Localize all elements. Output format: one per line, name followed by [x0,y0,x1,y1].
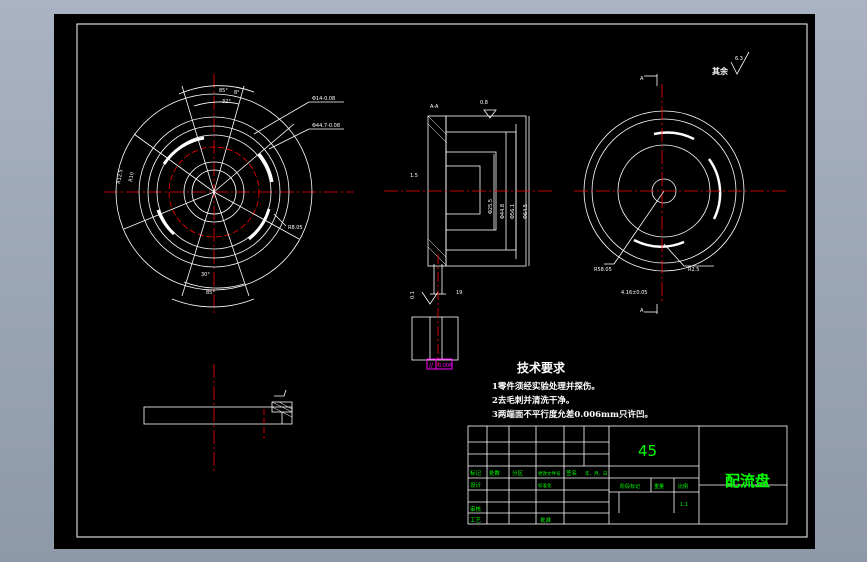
inner-border [76,23,808,538]
header-mark: 标记 [470,469,482,477]
side-view-bottom [143,389,293,425]
tech-item-2: 2去毛刺并清洗干净。 [492,395,574,406]
dim-vert-2: Φ44.8 [500,204,506,219]
dim-leader2: Φ44.7-0.08 [312,123,340,129]
drawing-sheet: 85° 32° 8° 30° 85° R12.5 R10 Φ14-0.08 Φ4… [54,14,815,549]
label-review: 审核 [470,505,482,513]
part-title: 配流盘 [725,472,770,490]
label-design: 设计 [470,481,482,489]
tolerance-symbol: // [429,362,434,369]
dim-vert-4: Φ64.5 [523,204,529,219]
dim-leader1: Φ14-0.08 [312,96,335,102]
right-view [583,74,745,314]
stage-scale: 比例 [678,483,688,490]
tech-item-3: 3两端面不平行度允差0.006mm只许凹。 [492,409,653,420]
stage-mark: 阶段标记 [620,483,640,490]
dim-angle-small: 8° [234,90,240,96]
front-circle-outer [115,93,313,291]
header-count: 处数 [489,469,501,477]
roughness-note: 其余 6.3 [712,51,750,76]
scale-value: 1:1 [680,502,688,508]
header-zone: 分区 [512,469,524,477]
tech-heading: 技术要求 [517,360,566,375]
label-a-top: A [640,76,644,82]
section-view-dims: A-A 0.8 Φ25.5 Φ44.8 Φ56.1 Φ64.5 1.5 0.1 … [410,100,529,299]
stage-weight: 重量 [654,483,664,490]
dim-r2: R10 [128,172,136,183]
tolerance-value: 0.006 [438,363,452,369]
front-view [104,74,354,314]
roughness-value: 6.3 [735,56,743,62]
dim-bottom-right: 19 [456,290,462,296]
right-view-dims: A A R58.05 R2.5 4.16±0.05 [594,76,699,314]
header-sign: 签名 [566,469,577,477]
dim-r-left: R58.05 [594,267,612,273]
section-label: A-A [430,104,439,110]
header-date: 年、月、日 [585,470,608,477]
dim-r-right: R2.5 [688,267,699,273]
dim-small: 4.16±0.05 [621,290,647,296]
label-approve: 批准 [540,516,552,524]
dim-angle-bottom2: 85° [206,290,215,296]
dim-bottom-left: 0.1 [410,291,416,299]
tolerance-frame: // 0.006 [426,358,453,370]
section-view [411,109,530,361]
dim-angle-outer: 85° [219,88,228,94]
dim-width: 1.5 [410,173,418,179]
label-a-bottom: A [640,308,644,314]
roughness-top: 0.8 [480,100,488,106]
front-view-dims: 85° 32° 8° 30° 85° R12.5 R10 Φ14-0.08 Φ4… [116,88,340,296]
dim-vert-3: Φ56.1 [510,204,516,219]
dim-angle-mid: 32° [222,99,231,105]
material: 45 [638,442,657,460]
label-process: 工艺 [470,517,482,524]
dim-vert-1: Φ25.5 [488,199,494,214]
title-block-text: 标记 处数 分区 更改文件号 签名 年、月、日 设计 标准化 审核 工艺 批准 … [470,442,770,524]
dim-r1: R12.5 [116,169,124,184]
roughness-label: 其余 [712,66,729,76]
header-doc: 更改文件号 [538,470,561,477]
title-block [467,425,788,525]
dim-angle-bottom: 30° [201,272,210,278]
label-standard: 标准化 [538,482,552,489]
tech-requirements: 技术要求 1零件须经实验处理并探伤。 2去毛刺并清洗干净。 3两端面不平行度允差… [492,360,653,420]
tech-item-1: 1零件须经实验处理并探伤。 [492,381,600,392]
dim-r3: R8.05 [288,225,303,231]
